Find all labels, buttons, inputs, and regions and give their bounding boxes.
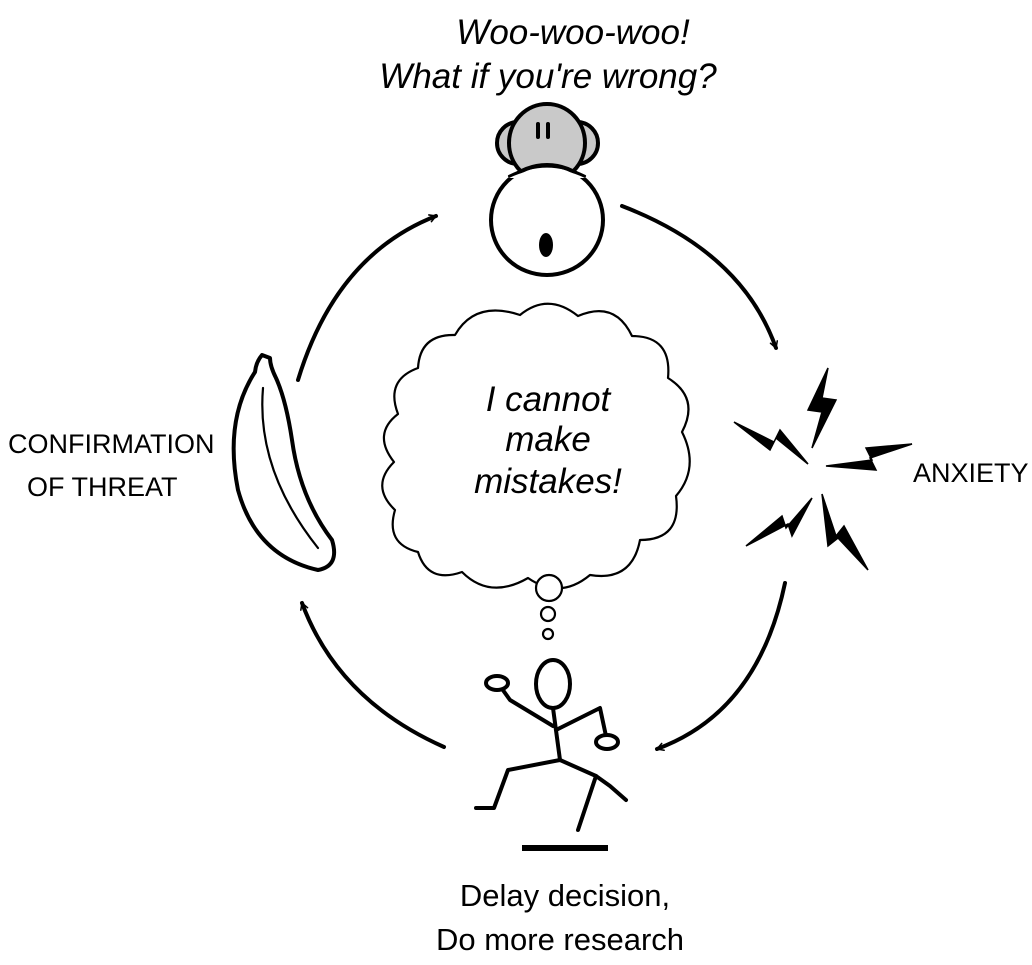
monkey-caption-line-1: Woo-woo-woo! [456,13,690,52]
thought-cloud-icon [381,302,691,641]
monkey-caption-line-2: What if you're wrong? [379,57,717,96]
cloud-text-line-1: I cannot [486,380,612,419]
cycle-arrows [296,204,787,751]
arrow-monkey-to-anxiety [620,204,779,350]
confirmation-label-line-1: CONFIRMATION [8,429,214,459]
action-caption: Delay decision, Do more research [436,878,684,957]
arrow-anxiety-to-action [655,581,787,751]
lightning-burst-icon [733,367,913,571]
banana-icon [231,353,337,572]
confirmation-label: CONFIRMATION OF THREAT [8,429,214,502]
action-caption-line-2: Do more research [436,922,684,957]
cloud-text: I cannot make mistakes! [474,380,622,501]
cloud-text-line-2: make [505,420,591,459]
monkey-face-icon [489,102,605,277]
anxiety-label: ANXIETY [913,458,1029,488]
confirmation-label-line-2: OF THREAT [27,472,178,502]
arrow-banana-to-monkey [296,214,438,382]
cloud-text-line-3: mistakes! [474,462,622,501]
running-stick-figure-icon [474,658,628,851]
monkey-caption: Woo-woo-woo! What if you're wrong? [379,13,717,96]
arrow-action-to-banana [300,601,446,749]
action-caption-line-1: Delay decision, [460,878,670,913]
